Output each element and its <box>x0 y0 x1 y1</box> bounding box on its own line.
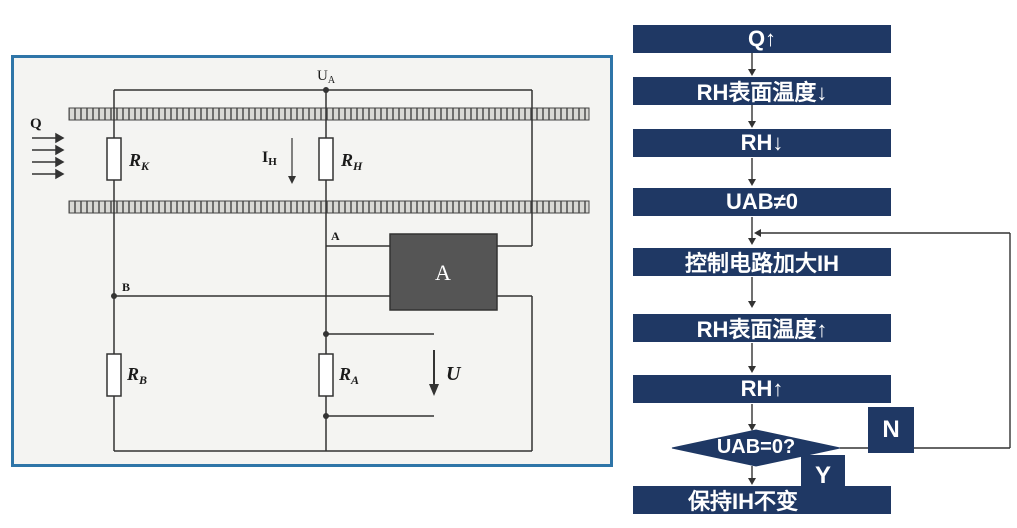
label-ih: IH <box>262 149 277 168</box>
resistor-rk <box>106 137 122 181</box>
pipe-bottom-wall <box>68 200 590 214</box>
label-rh: RH <box>340 150 363 173</box>
ih-arrowhead <box>288 176 296 184</box>
flow-step-q-up: Q↑ <box>633 25 891 53</box>
node-u-bottom <box>323 413 329 419</box>
flow-step-increase-ih: 控制电路加大IH <box>633 248 891 276</box>
flow-step-rh-down: RH↓ <box>633 129 891 157</box>
resistor-rb <box>106 353 122 397</box>
flow-step-keep-ih: 保持IH不变 <box>633 486 891 514</box>
label-ua: UA <box>317 68 336 86</box>
flow-arrows <box>32 132 65 180</box>
resistor-rh <box>318 137 334 181</box>
resistor-ra <box>318 353 334 397</box>
node-ua <box>323 87 329 93</box>
decision-diamond <box>671 429 841 467</box>
flow-step-rh-up: RH↑ <box>633 375 891 403</box>
flow-step-rh-temp-down: RH表面温度↓ <box>633 77 891 105</box>
circuit-svg: A UA Q RK IH RH A B RB RA U <box>30 68 590 452</box>
node-b <box>111 293 117 299</box>
yes-tag: Y <box>801 455 845 497</box>
label-q: Q <box>30 116 42 132</box>
label-rk: RK <box>128 150 150 173</box>
flow-decision-label: UAB=0? <box>716 435 796 458</box>
label-a-node: A <box>331 229 340 243</box>
flow-step-rh-temp-up: RH表面温度↑ <box>633 314 891 342</box>
u-arrowhead <box>429 384 439 396</box>
node-u-top <box>323 331 329 337</box>
pipe-top-wall <box>68 107 590 121</box>
no-tag: N <box>868 407 914 453</box>
amplifier-label: A <box>435 260 451 285</box>
label-b-node: B <box>122 280 130 294</box>
flow-step-uab-nonzero: UAB≠0 <box>633 188 891 216</box>
label-u: U <box>446 363 462 385</box>
label-ra: RA <box>338 364 359 387</box>
circuit-diagram: A UA Q RK IH RH A B RB RA U <box>11 55 613 467</box>
label-rb: RB <box>126 364 147 387</box>
amplifier-box <box>389 233 498 311</box>
